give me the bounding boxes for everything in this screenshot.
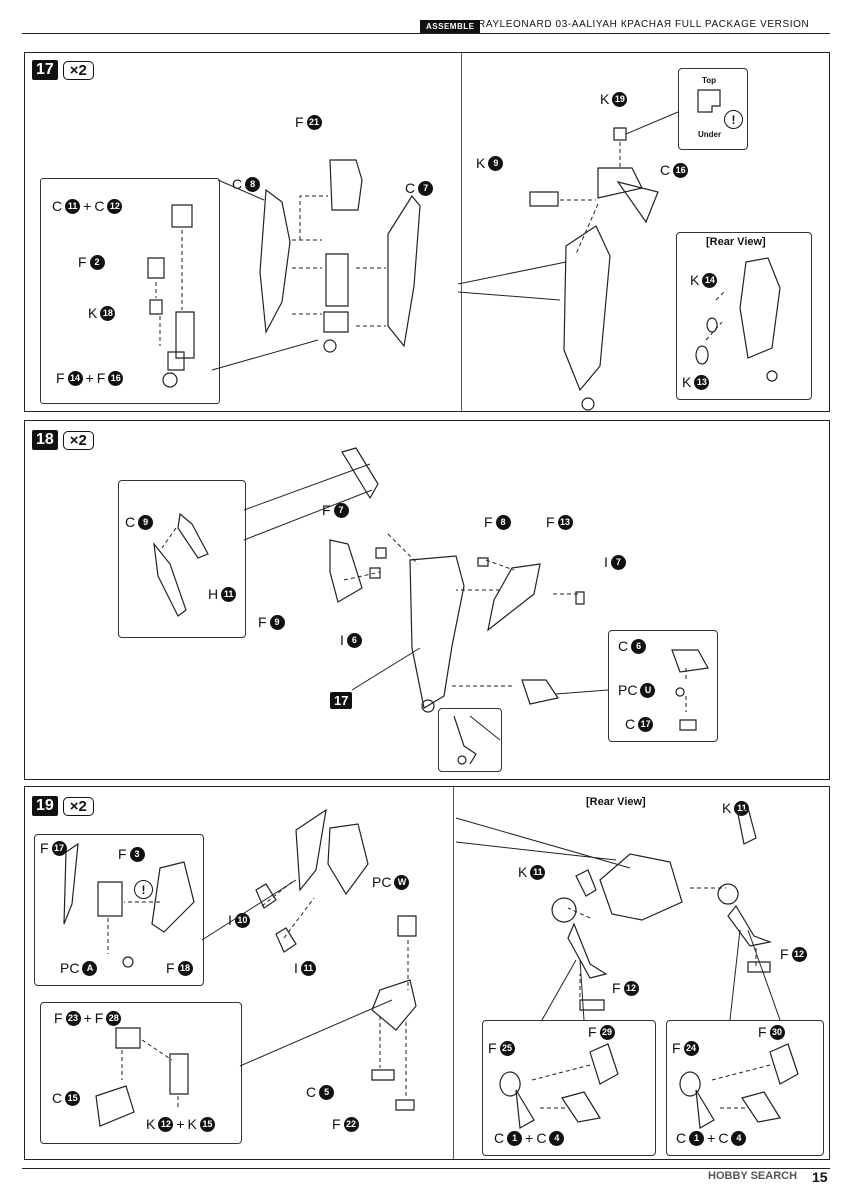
step-18-panel <box>24 420 830 780</box>
watermark: HOBBY SEARCH <box>708 1170 798 1182</box>
step-18-header: 18 ×2 <box>32 430 94 450</box>
assemble-badge: ASSEMBLE <box>420 20 481 33</box>
attention-icon: ! <box>724 110 743 129</box>
step-17-header: 17 ×2 <box>32 60 94 80</box>
step-19-panel <box>24 786 830 1160</box>
step-multiplier: ×2 <box>62 796 94 816</box>
step-multiplier: ×2 <box>62 60 94 80</box>
step-number: 17 <box>32 60 58 80</box>
rear-view-title: [Rear View] <box>586 796 646 808</box>
orientation-box <box>678 68 748 150</box>
ref-step-17-badge: 17 <box>330 692 353 709</box>
orientation-top-label: Top <box>702 76 717 85</box>
step-multiplier: ×2 <box>62 430 94 450</box>
step-19-header: 19 ×2 <box>32 796 94 816</box>
step-18-arm-box <box>118 480 246 638</box>
document-title: RAYLEONARD 03-AALIYAH КРАСНАЯ FULL PACKA… <box>478 19 810 30</box>
step-18-shoulder-box <box>608 630 718 742</box>
step-19-hand-box <box>34 834 204 986</box>
header-rule <box>22 33 830 34</box>
step-number: 19 <box>32 796 58 816</box>
attention-icon: ! <box>134 880 153 899</box>
footer-rule <box>22 1168 830 1169</box>
rear-view-title: [Rear View] <box>706 236 766 248</box>
step-17-panel <box>24 52 830 412</box>
page-number: 15 <box>812 1169 828 1185</box>
step-17-subassembly-box <box>40 178 220 404</box>
step-17-rear-view-box <box>676 232 812 400</box>
orientation-under-label: Under <box>698 130 722 139</box>
step-18-detail-box <box>438 708 502 772</box>
step-number: 18 <box>32 430 58 450</box>
